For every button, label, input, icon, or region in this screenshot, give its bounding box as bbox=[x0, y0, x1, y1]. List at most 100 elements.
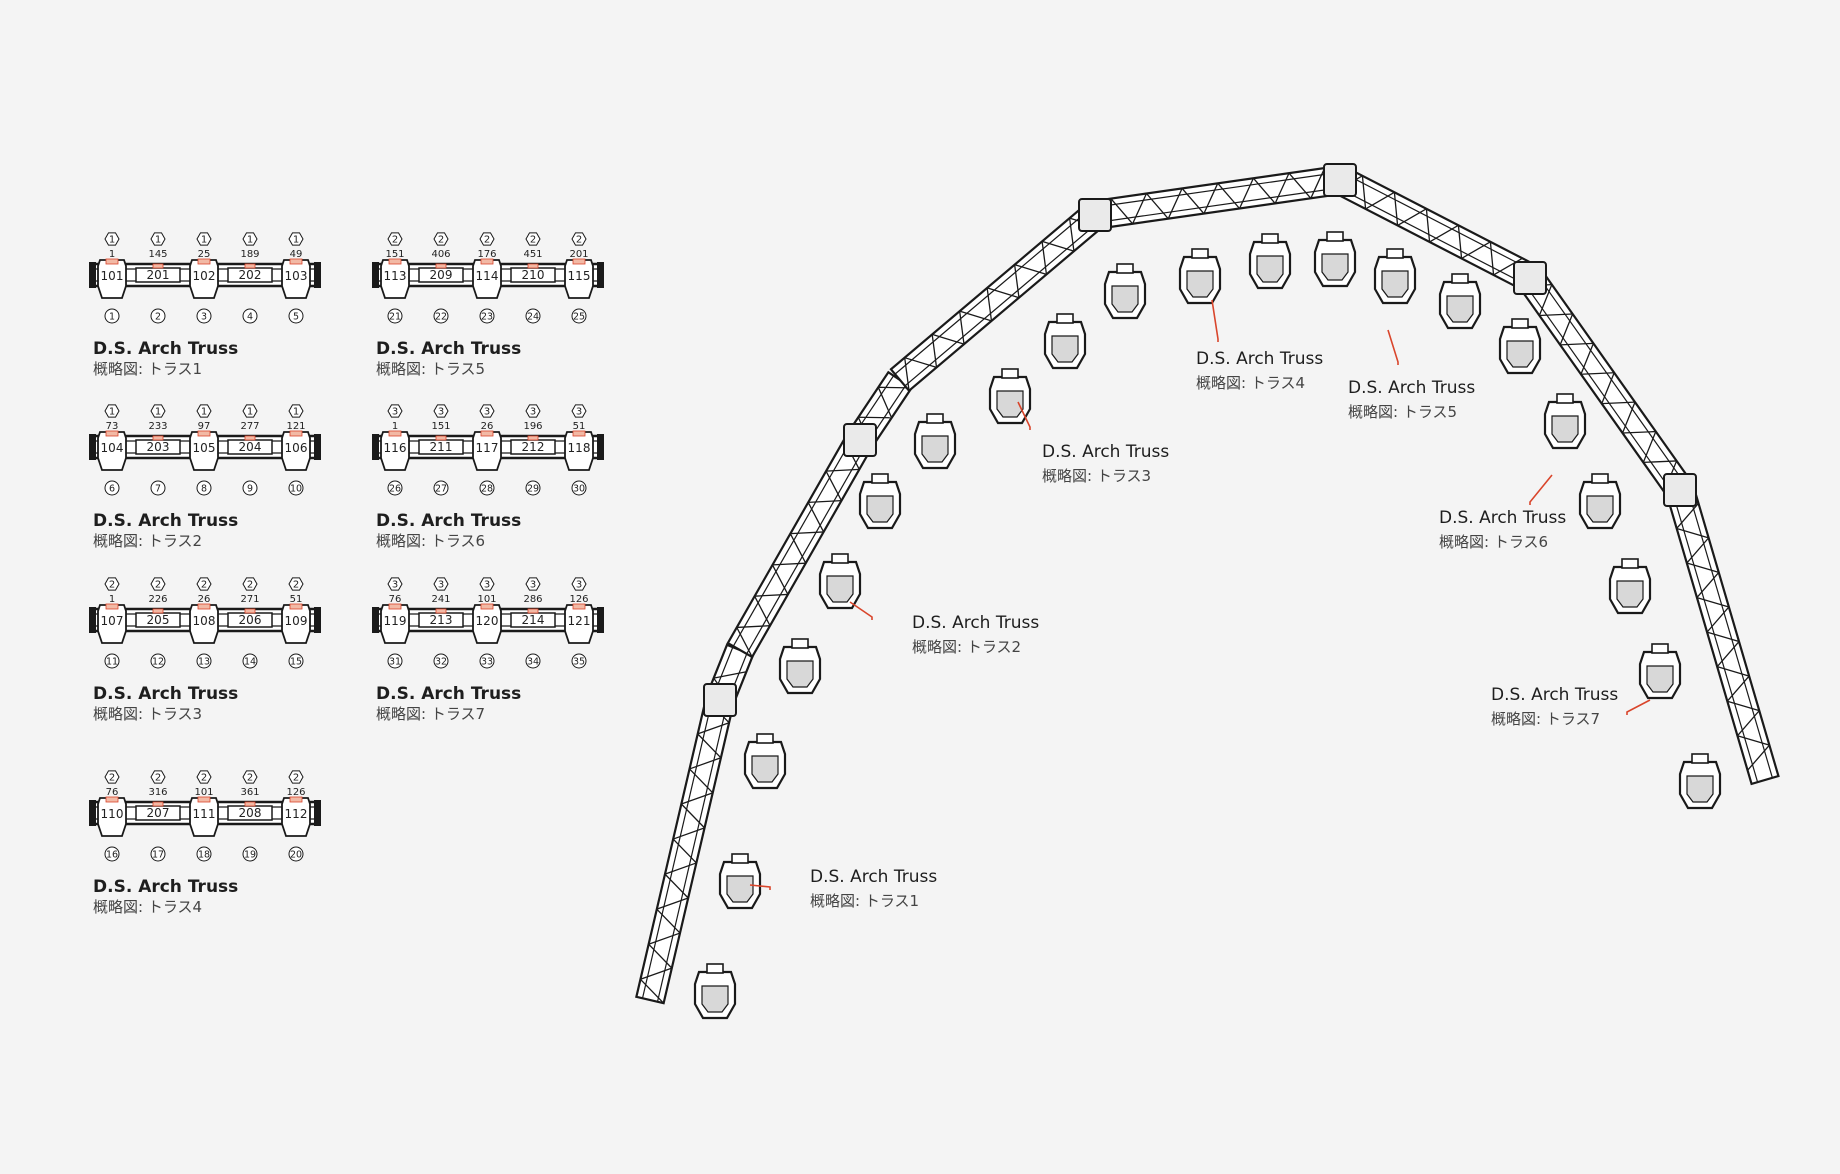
fixture-number: 117 bbox=[476, 441, 499, 455]
truss-corner-block bbox=[1078, 198, 1112, 232]
fixture-clamp bbox=[289, 603, 303, 610]
moving-head-light-icon bbox=[97, 259, 127, 299]
fixture-clamp bbox=[197, 603, 211, 610]
fixture-number: 210 bbox=[522, 268, 545, 282]
circle-badge-icon bbox=[150, 846, 166, 862]
circle-badge-icon bbox=[104, 846, 120, 862]
truss-lattice bbox=[986, 287, 1020, 299]
truss-endcap bbox=[89, 262, 96, 288]
circuit-number: 26 bbox=[389, 484, 401, 495]
universe-number: 3 bbox=[576, 580, 582, 591]
fixture-clamp bbox=[572, 258, 586, 265]
truss-lattice bbox=[672, 827, 705, 840]
fixture-yoke bbox=[1191, 248, 1209, 259]
hexagon-badge-icon bbox=[387, 404, 403, 418]
circuit-number: 27 bbox=[435, 484, 447, 495]
circle-badge-icon bbox=[242, 653, 258, 669]
fixture-lens bbox=[1616, 580, 1644, 608]
moving-head-light-icon bbox=[564, 431, 594, 471]
hexagon-badge-icon bbox=[525, 232, 541, 246]
fixture-number: 101 bbox=[101, 269, 124, 283]
circuit-number: 15 bbox=[290, 657, 302, 668]
fixture-number: 121 bbox=[568, 614, 591, 628]
circuit-number: 11 bbox=[106, 657, 118, 668]
dmx-address: 1 bbox=[109, 594, 115, 605]
dmx-address: 406 bbox=[431, 249, 450, 260]
universe-number: 1 bbox=[155, 235, 161, 246]
dmx-address: 189 bbox=[240, 249, 259, 260]
circuit-number: 19 bbox=[244, 850, 256, 861]
hexagon-badge-icon bbox=[104, 404, 120, 418]
truss-lattice bbox=[1425, 208, 1431, 243]
circle-badge-icon bbox=[196, 308, 212, 324]
circuit-number: 17 bbox=[152, 850, 164, 861]
module-subtitle: 概略図: トラス1 bbox=[93, 360, 202, 378]
truss-chord bbox=[1686, 487, 1773, 779]
circuit-number: 12 bbox=[152, 657, 164, 668]
circle-badge-icon bbox=[150, 308, 166, 324]
callout-title: D.S. Arch Truss bbox=[1491, 685, 1618, 705]
fixture-clamp bbox=[480, 258, 494, 265]
circuit-number: 2 bbox=[155, 312, 161, 323]
truss-lattice bbox=[1560, 342, 1594, 346]
universe-number: 1 bbox=[247, 235, 253, 246]
fixture-lens bbox=[1646, 665, 1674, 693]
hexagon-badge-icon bbox=[242, 577, 258, 591]
truss-endcap bbox=[597, 262, 604, 288]
circuit-number: 20 bbox=[290, 850, 302, 861]
circuit-number: 3 bbox=[201, 312, 207, 323]
fixture-number: 214 bbox=[522, 613, 545, 627]
hexagon-badge-icon bbox=[288, 770, 304, 784]
dmx-address: 76 bbox=[389, 594, 402, 605]
truss-lattice bbox=[1429, 224, 1459, 243]
hexagon-badge-icon bbox=[387, 577, 403, 591]
schematic-module: 2761101623162071721011111823612081921261… bbox=[89, 770, 321, 916]
truss-lattice bbox=[1676, 502, 1699, 529]
fixture-clamp bbox=[435, 435, 447, 441]
dmx-address: 25 bbox=[198, 249, 211, 260]
callout-subtitle: 概略図: トラス2 bbox=[912, 638, 1021, 656]
fixture-lens bbox=[1551, 415, 1579, 443]
callout-title: D.S. Arch Truss bbox=[1196, 349, 1323, 369]
truss-lattice bbox=[1238, 177, 1254, 209]
hexagon-badge-icon bbox=[104, 577, 120, 591]
dmx-address: 145 bbox=[148, 249, 167, 260]
truss-lattice bbox=[754, 593, 788, 597]
moving-head-light-icon bbox=[693, 963, 737, 1020]
circle-badge-icon bbox=[525, 308, 541, 324]
hexagon-badge-icon bbox=[288, 232, 304, 246]
hexagon-badge-icon bbox=[196, 232, 212, 246]
hexagon-badge-icon bbox=[288, 404, 304, 418]
universe-number: 2 bbox=[155, 773, 161, 784]
module-subtitle: 概略図: トラス3 bbox=[93, 705, 202, 723]
dmx-address: 51 bbox=[290, 594, 303, 605]
circle-badge-icon bbox=[525, 480, 541, 496]
moving-head-light-icon bbox=[97, 604, 127, 644]
moving-head-light-icon bbox=[472, 431, 502, 471]
universe-number: 2 bbox=[293, 773, 299, 784]
truss-lattice bbox=[1167, 188, 1183, 219]
circle-badge-icon bbox=[104, 480, 120, 496]
fixture-number: 201 bbox=[147, 268, 170, 282]
fixture-number: 205 bbox=[147, 613, 170, 627]
universe-number: 1 bbox=[155, 407, 161, 418]
fixture-yoke bbox=[1591, 473, 1609, 484]
dmx-address: 451 bbox=[523, 249, 542, 260]
hexagon-badge-icon bbox=[150, 770, 166, 784]
fixture-number: 104 bbox=[101, 441, 124, 455]
module-subtitle: 概略図: トラス4 bbox=[93, 898, 202, 916]
hexagon-badge-icon bbox=[433, 577, 449, 591]
fixture-clamp bbox=[244, 608, 256, 614]
universe-number: 1 bbox=[293, 407, 299, 418]
truss-frame bbox=[635, 695, 735, 1005]
truss-segment-6 bbox=[1517, 268, 1693, 500]
moving-head-light-icon bbox=[189, 604, 219, 644]
fixture-lens bbox=[751, 755, 779, 783]
universe-number: 2 bbox=[530, 235, 536, 246]
circle-badge-icon bbox=[571, 308, 587, 324]
moving-head-light-icon bbox=[1498, 318, 1542, 375]
truss-lattice bbox=[1014, 264, 1047, 276]
callout-subtitle: 概略図: トラス3 bbox=[1042, 467, 1151, 485]
